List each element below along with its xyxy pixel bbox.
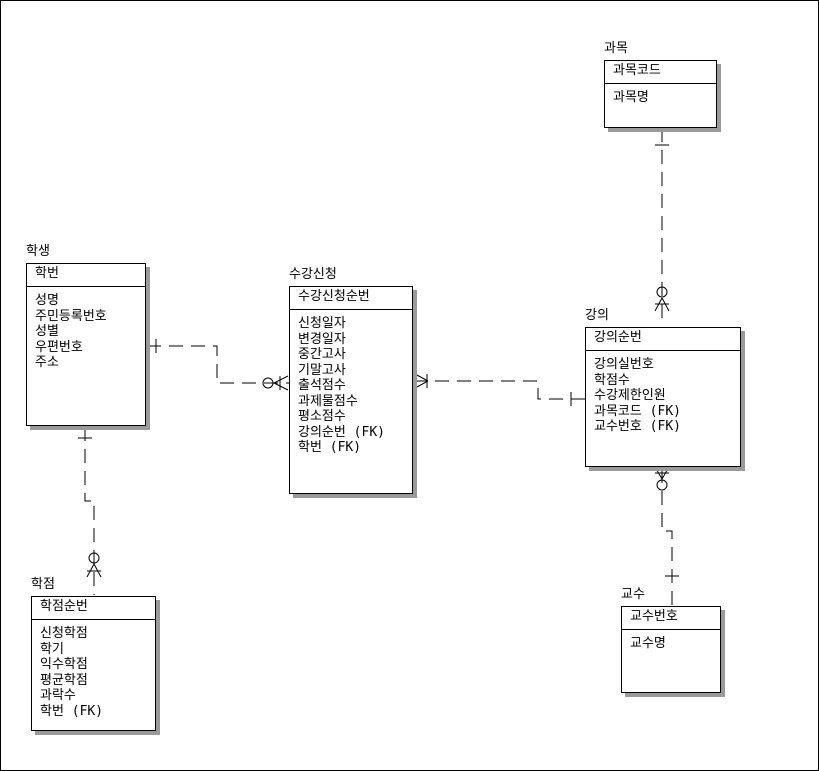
attribute: 학번 (FK) [40,703,104,719]
attribute: 중간고사 [298,347,346,362]
entity-title: 교수 [621,587,645,602]
primary-key: 학번 [27,264,145,287]
relationship-student-enrollment[interactable] [147,339,289,391]
attribute: 기말고사 [298,362,346,378]
attribute: 변경일자 [298,331,346,347]
attribute: 학번 (FK) [298,440,362,455]
attribute: 과락수 [40,688,76,703]
attribute: 신청학점 [40,626,88,641]
attribute: 평균학점 [40,672,88,688]
attribute: 강의실번호 [594,357,654,372]
attribute-list: 강의실번호 학점수 수강제한인원 과목코드 (FK) 교수번호 (FK) [586,351,740,435]
attribute: 교수번호 (FK) [594,419,681,434]
attribute: 교수명 [630,636,666,651]
attribute: 익수학점 [40,657,88,672]
crow-foot-icon [654,297,663,312]
attribute: 과목명 [613,90,649,105]
entity-box: 과목코드 과목명 [604,60,717,128]
entity-subject[interactable]: 과목 과목코드 과목명 [604,41,721,132]
primary-key: 교수번호 [622,607,720,630]
entity-box: 학번 성명 주민등록번호 성별 우편번호 주소 [26,263,146,426]
entity-enrollment[interactable]: 수강신청 수강신청순번 신청일자 변경일자 중간고사 기말고사 출석점수 과제물… [289,267,417,498]
attribute: 수강제한인원 [594,388,666,403]
relationship-subject-lecture[interactable] [654,128,670,326]
primary-key: 과목코드 [605,61,716,84]
primary-key: 강의순번 [586,328,740,351]
entity-title: 학생 [26,244,50,259]
attribute: 성별 [35,324,59,339]
attribute-list: 과목명 [605,84,716,106]
attribute-list: 성명 주민등록번호 성별 우편번호 주소 [27,287,145,371]
attribute: 강의순번 (FK) [298,424,385,440]
relationship-lecture-enrollment[interactable] [414,373,585,406]
entity-box: 강의순번 강의실번호 학점수 수강제한인원 과목코드 (FK) 교수번호 (FK… [585,327,741,467]
primary-key: 수강신청순번 [290,287,412,310]
crow-foot-icon [273,375,289,384]
entity-lecture[interactable]: 강의 강의순번 강의실번호 학점수 수강제한인원 과목코드 (FK) 교수번호 … [585,308,745,471]
zero-circle-icon [88,552,100,564]
entity-title: 수강신청 [289,267,337,282]
attribute: 학점수 [594,372,630,388]
zero-circle-icon [656,286,668,298]
attribute: 우편번호 [35,339,83,355]
attribute: 과제물점수 [298,393,358,409]
attribute: 학기 [40,641,64,657]
entity-box: 수강신청순번 신청일자 변경일자 중간고사 기말고사 출석점수 과제물점수 평소… [289,286,413,494]
attribute: 신청일자 [298,316,346,331]
entity-box: 학점순번 신청학점 학기 익수학점 평균학점 과락수 학번 (FK) [31,596,156,731]
attribute: 평소점수 [298,409,346,424]
entity-professor[interactable]: 교수 교수번호 교수명 [621,587,725,697]
attribute-list: 신청일자 변경일자 중간고사 기말고사 출석점수 과제물점수 평소점수 강의순번… [290,310,412,456]
relationship-student-grade[interactable] [78,427,102,595]
entity-title: 강의 [585,308,609,323]
entity-title: 과목 [604,41,628,56]
entity-grade[interactable]: 학점 학점순번 신청학점 학기 익수학점 평균학점 과락수 학번 (FK) [31,577,160,735]
attribute: 과목코드 (FK) [594,403,681,419]
crow-foot-icon [86,563,95,578]
entity-student[interactable]: 학생 학번 성명 주민등록번호 성별 우편번호 주소 [26,244,150,430]
attribute-list: 교수명 [622,630,720,652]
relationship-professor-lecture[interactable] [654,466,679,605]
zero-circle-icon [262,377,274,389]
zero-circle-icon [656,479,668,491]
attribute: 출석점수 [298,378,346,393]
entity-title: 학점 [31,577,55,592]
attribute: 주소 [35,355,59,370]
primary-key: 학점순번 [32,597,155,620]
attribute-list: 신청학점 학기 익수학점 평균학점 과락수 학번 (FK) [32,620,155,719]
attribute: 주민등록번호 [35,308,107,324]
attribute: 성명 [35,293,59,308]
entity-box: 교수번호 교수명 [621,606,721,693]
